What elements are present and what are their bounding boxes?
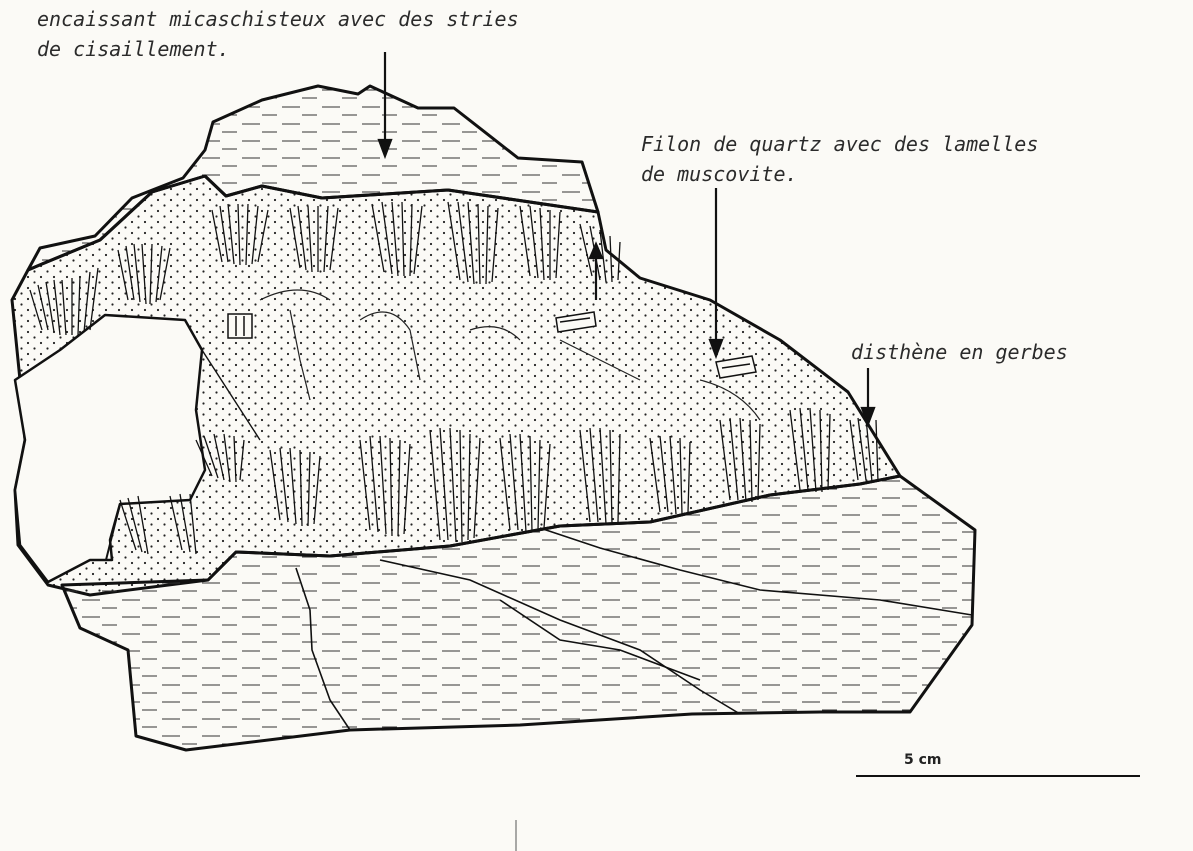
label-disthene: disthène en gerbes [851,337,1068,367]
scale-label: 5 cm [904,752,942,768]
label-filon-quartz: Filon de quartz avec des lamelles de mus… [641,129,1038,189]
label-encaissant: encaissant micaschisteux avec des stries… [37,4,519,64]
